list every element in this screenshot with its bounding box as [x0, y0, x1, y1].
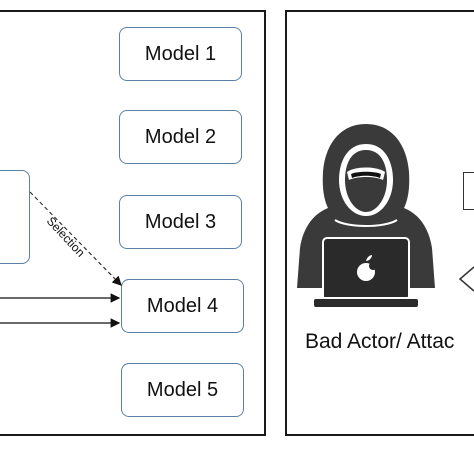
- model-4-box: Model 4: [121, 279, 244, 333]
- model-1-box: Model 1: [119, 27, 242, 81]
- model-5-box: Model 5: [121, 363, 244, 417]
- model-1-label: Model 1: [144, 42, 217, 65]
- selector-box: [0, 170, 30, 264]
- hooded-hacker-icon: [297, 124, 435, 309]
- attacker-label: Bad Actor/ Attac: [305, 330, 455, 353]
- model-2-label: Model 2: [144, 125, 217, 148]
- model-5-label: Model 5: [146, 378, 219, 401]
- apple-logo-icon: [357, 255, 377, 281]
- model-2-box: Model 2: [119, 110, 242, 164]
- partial-arrow-icon: [458, 266, 474, 292]
- partial-right-box: [463, 172, 474, 210]
- model-3-box: Model 3: [119, 195, 242, 249]
- model-4-label: Model 4: [146, 294, 219, 317]
- model-3-label: Model 3: [144, 210, 217, 233]
- selection-dashed-arrow: [29, 191, 122, 286]
